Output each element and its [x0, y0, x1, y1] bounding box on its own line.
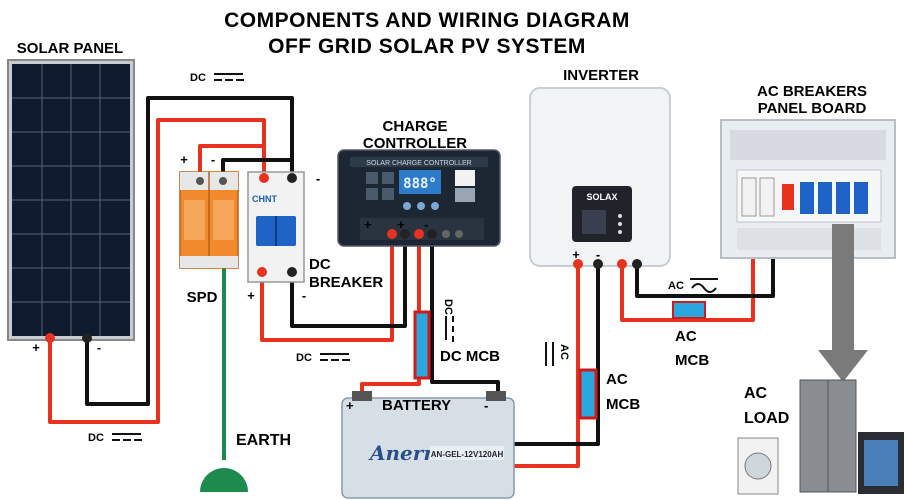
wire-inverter-ac-line — [620, 216, 755, 322]
dc-label-top: DC — [190, 72, 206, 84]
dc-label-mcb: DC — [442, 299, 454, 315]
spd-device: + - SPD — [179, 152, 239, 306]
dc-mcb-label: DC MCB — [440, 348, 500, 365]
ac-mcb-inverter: AC AC MCB — [545, 342, 640, 420]
title-line-1: COMPONENTS AND WIRING DIAGRAM — [224, 9, 630, 32]
wire-panel-negative — [85, 96, 294, 406]
inverter: INVERTER SOLAX + - — [529, 67, 671, 269]
dc-breaker-label-1: DC — [309, 256, 331, 273]
controller-plus-1: + — [364, 217, 372, 232]
controller-face-text: SOLAR CHARGE CONTROLLER — [366, 160, 471, 167]
dc-symbol-mid: DC — [296, 352, 350, 364]
ac-label-vertical: AC — [558, 344, 570, 360]
inverter-brand: SOLAX — [586, 192, 617, 202]
wire-breaker-to-controller-positive — [260, 236, 394, 342]
ac-mcb-inverter-label-1: AC — [606, 371, 628, 388]
charge-controller: CHARGE CONTROLLER SOLAR CHARGE CONTROLLE… — [337, 118, 501, 247]
ac-mcb-output-label-2: MCB — [675, 352, 709, 369]
ac-load: AC LOAD — [737, 379, 904, 495]
breaker-brand: CHNT — [252, 194, 277, 204]
dc-breaker: - CHNT + - DC BREAKER — [247, 171, 383, 303]
charge-controller-label-1: CHARGE — [382, 118, 447, 135]
dc-mcb: DC MCB DC — [413, 299, 500, 380]
spd-plus-sign: + — [180, 152, 188, 167]
wire-breaker-to-controller-negative — [290, 236, 407, 328]
inverter-label: INVERTER — [563, 67, 639, 84]
ac-mcb-inverter-label-2: MCB — [606, 396, 640, 413]
earth-label: EARTH — [236, 432, 291, 449]
ac-mcb-output: AC MCB — [672, 301, 709, 369]
spd-minus-sign: - — [211, 152, 215, 167]
battery-model: AN-GEL-12V120AH — [431, 450, 504, 459]
down-arrow-icon — [818, 224, 868, 382]
spd-label: SPD — [187, 289, 218, 306]
title-line-2: OFF GRID SOLAR PV SYSTEM — [268, 35, 586, 58]
inverter-minus-sign: - — [596, 247, 600, 262]
battery-minus-sign: - — [484, 398, 488, 413]
ac-mcb-output-label-1: AC — [675, 328, 697, 345]
battery: BATTERY + - Anern AN-GEL-12V120AH — [341, 391, 515, 499]
breaker-plus-bottom: + — [247, 288, 255, 303]
dc-label-mid: DC — [296, 352, 312, 364]
solar-panel-label: SOLAR PANEL — [17, 40, 123, 57]
panel-minus-sign: - — [97, 340, 101, 355]
controller-display: 888° — [403, 176, 437, 192]
inverter-plus-sign: + — [572, 247, 580, 262]
battery-plus-sign: + — [346, 398, 354, 413]
wire-panel-positive — [48, 118, 266, 424]
wire-spd-negative — [221, 158, 292, 172]
wire-controller-battery-negative — [430, 236, 500, 408]
ac-panel-label-2: PANEL BOARD — [758, 100, 867, 117]
dc-label-bottom: DC — [88, 432, 104, 444]
solar-panel: SOLAR PANEL + - — [7, 40, 135, 355]
battery-brand: Anern — [368, 441, 438, 465]
ac-panel-board: AC BREAKERS PANEL BOARD — [720, 83, 896, 259]
breaker-minus-bottom: - — [302, 288, 306, 303]
ac-panel-label-1: AC BREAKERS — [757, 83, 867, 100]
controller-minus-1: - — [424, 217, 428, 232]
ac-load-label-2: LOAD — [744, 410, 789, 427]
breaker-minus-top: - — [316, 171, 320, 186]
battery-label: BATTERY — [382, 397, 451, 414]
dc-breaker-label-2: BREAKER — [309, 274, 383, 291]
controller-plus-2: + — [397, 217, 405, 232]
wire-spd-positive — [198, 144, 264, 172]
ac-symbol: AC — [668, 278, 718, 293]
ac-load-label-1: AC — [744, 385, 768, 402]
charge-controller-label-2: CONTROLLER — [363, 135, 467, 152]
panel-plus-sign: + — [32, 340, 40, 355]
dc-symbol-top: DC — [190, 72, 244, 84]
earth-ground: EARTH — [200, 432, 291, 492]
dc-symbol-bottom: DC — [88, 432, 142, 444]
ac-label-horizontal: AC — [668, 280, 684, 292]
